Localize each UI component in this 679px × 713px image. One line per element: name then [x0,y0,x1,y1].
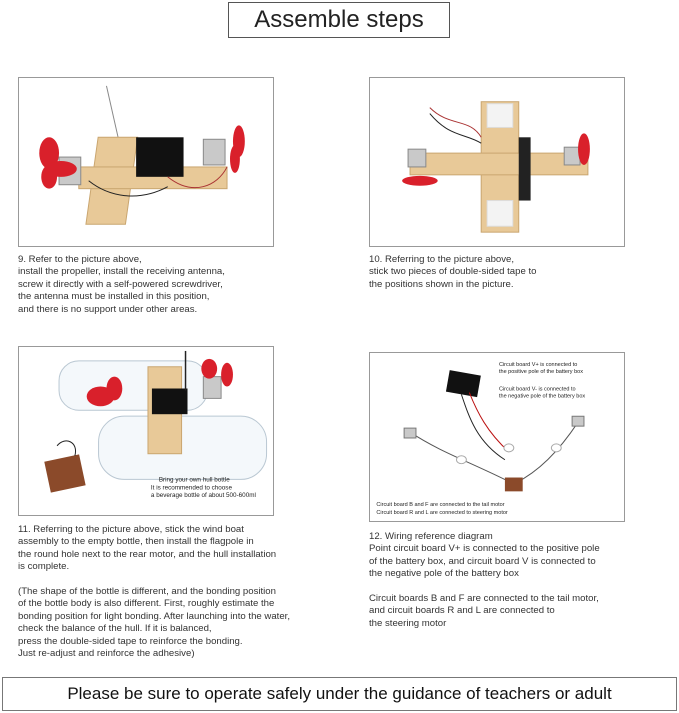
step-12-image-label-5: Circuit board B and F are connected to t… [376,502,504,508]
safety-notice: Please be sure to operate safely under t… [2,677,677,711]
step-11-caption: 11. Referring to the picture above, stic… [18,524,291,660]
step-10-boat-illustration [402,101,590,233]
page-title: Assemble steps [228,2,450,38]
step-9-boat-illustration [39,85,245,225]
step-11-image-label-1: Bring your own hull bottle [159,476,230,483]
step-9-photo [18,77,274,247]
step-12-image-label-1: Circuit board V+ is connected to [499,362,577,368]
step-12-image-label-2: the positive pole of the battery box [499,369,583,375]
step-12-image-label-4: the negative pole of the battery box [499,393,585,399]
step-10-caption: 10. Referring to the picture above, stic… [369,254,537,290]
step-12-image-label-3: Circuit board V- is connected to [499,387,576,393]
step-11-image-label-2: It is recommended to choose [151,484,233,491]
step-12-wiring-illustration: Circuit board V+ is connected to the pos… [376,362,585,516]
step-9-caption: 9. Refer to the picture above, install t… [18,254,225,315]
step-11-photo: Bring your own hull bottle It is recomme… [18,346,274,516]
step-12-caption: 12. Wiring reference diagram Point circu… [369,531,600,629]
step-11-boat-illustration: Bring your own hull bottle It is recomme… [44,350,268,499]
step-11-image-label-3: a beverage bottle of about 500-600ml [151,492,256,499]
step-10-photo [369,77,625,247]
step-12-image-label-6: Circuit board R and L are connected to s… [376,510,507,516]
step-12-wiring-photo: Circuit board V+ is connected to the pos… [369,352,625,522]
